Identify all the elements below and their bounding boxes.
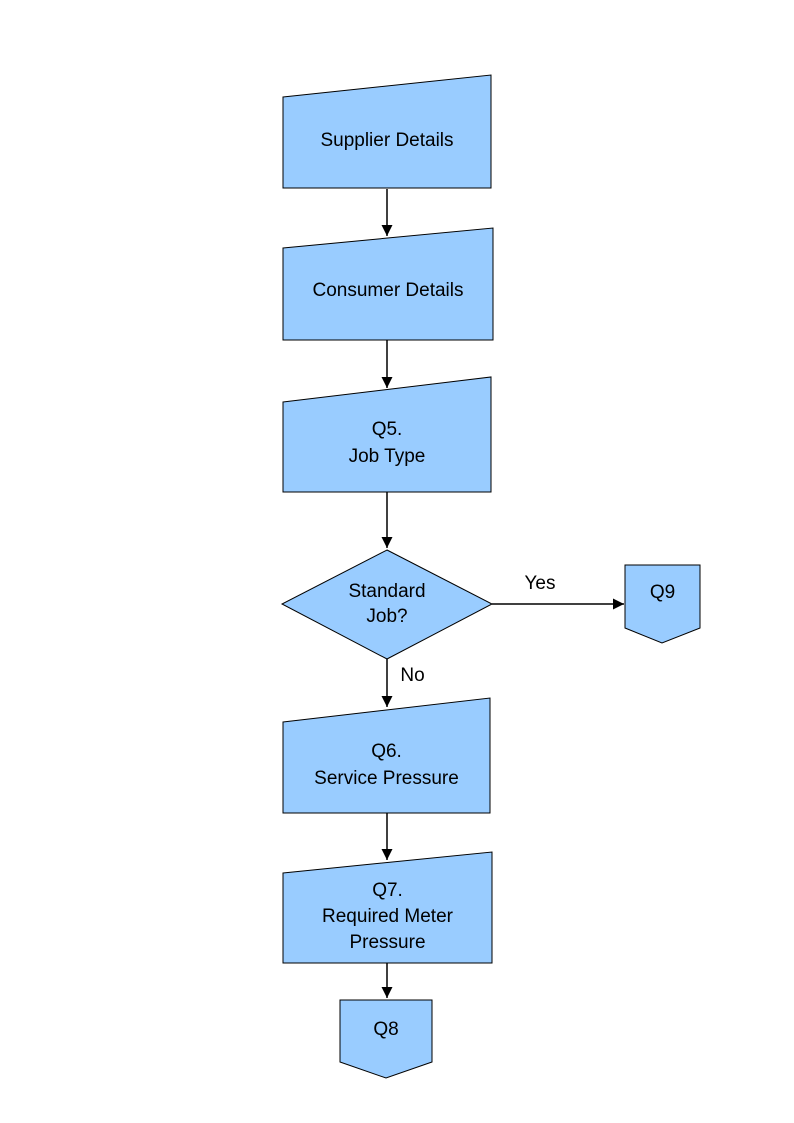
edge-label-yes: Yes (524, 573, 556, 594)
node-consumer-details-label: Consumer Details (312, 280, 464, 301)
node-q7-required-meter-pressure (282, 851, 493, 964)
node-q9-label: Q9 (649, 582, 676, 603)
edge-label-no: No (400, 665, 425, 686)
node-q5-job-type (282, 376, 492, 493)
node-supplier-details (282, 74, 492, 189)
node-q6-label: Q6. Service Pressure (314, 741, 459, 789)
node-consumer-details (282, 227, 494, 341)
node-q6-service-pressure (282, 697, 491, 814)
node-supplier-details-label: Supplier Details (320, 130, 454, 151)
node-decision-standard-job (280, 549, 494, 660)
node-q8-label: Q8 (373, 1019, 399, 1040)
node-q8-connector (339, 999, 433, 1079)
node-decision-label: Standard Job? (348, 581, 426, 627)
node-q7-label: Q7. Required Meter Pressure (322, 880, 453, 953)
node-q9-connector (624, 564, 701, 644)
node-q5-label: Q5. Job Type (348, 419, 426, 467)
